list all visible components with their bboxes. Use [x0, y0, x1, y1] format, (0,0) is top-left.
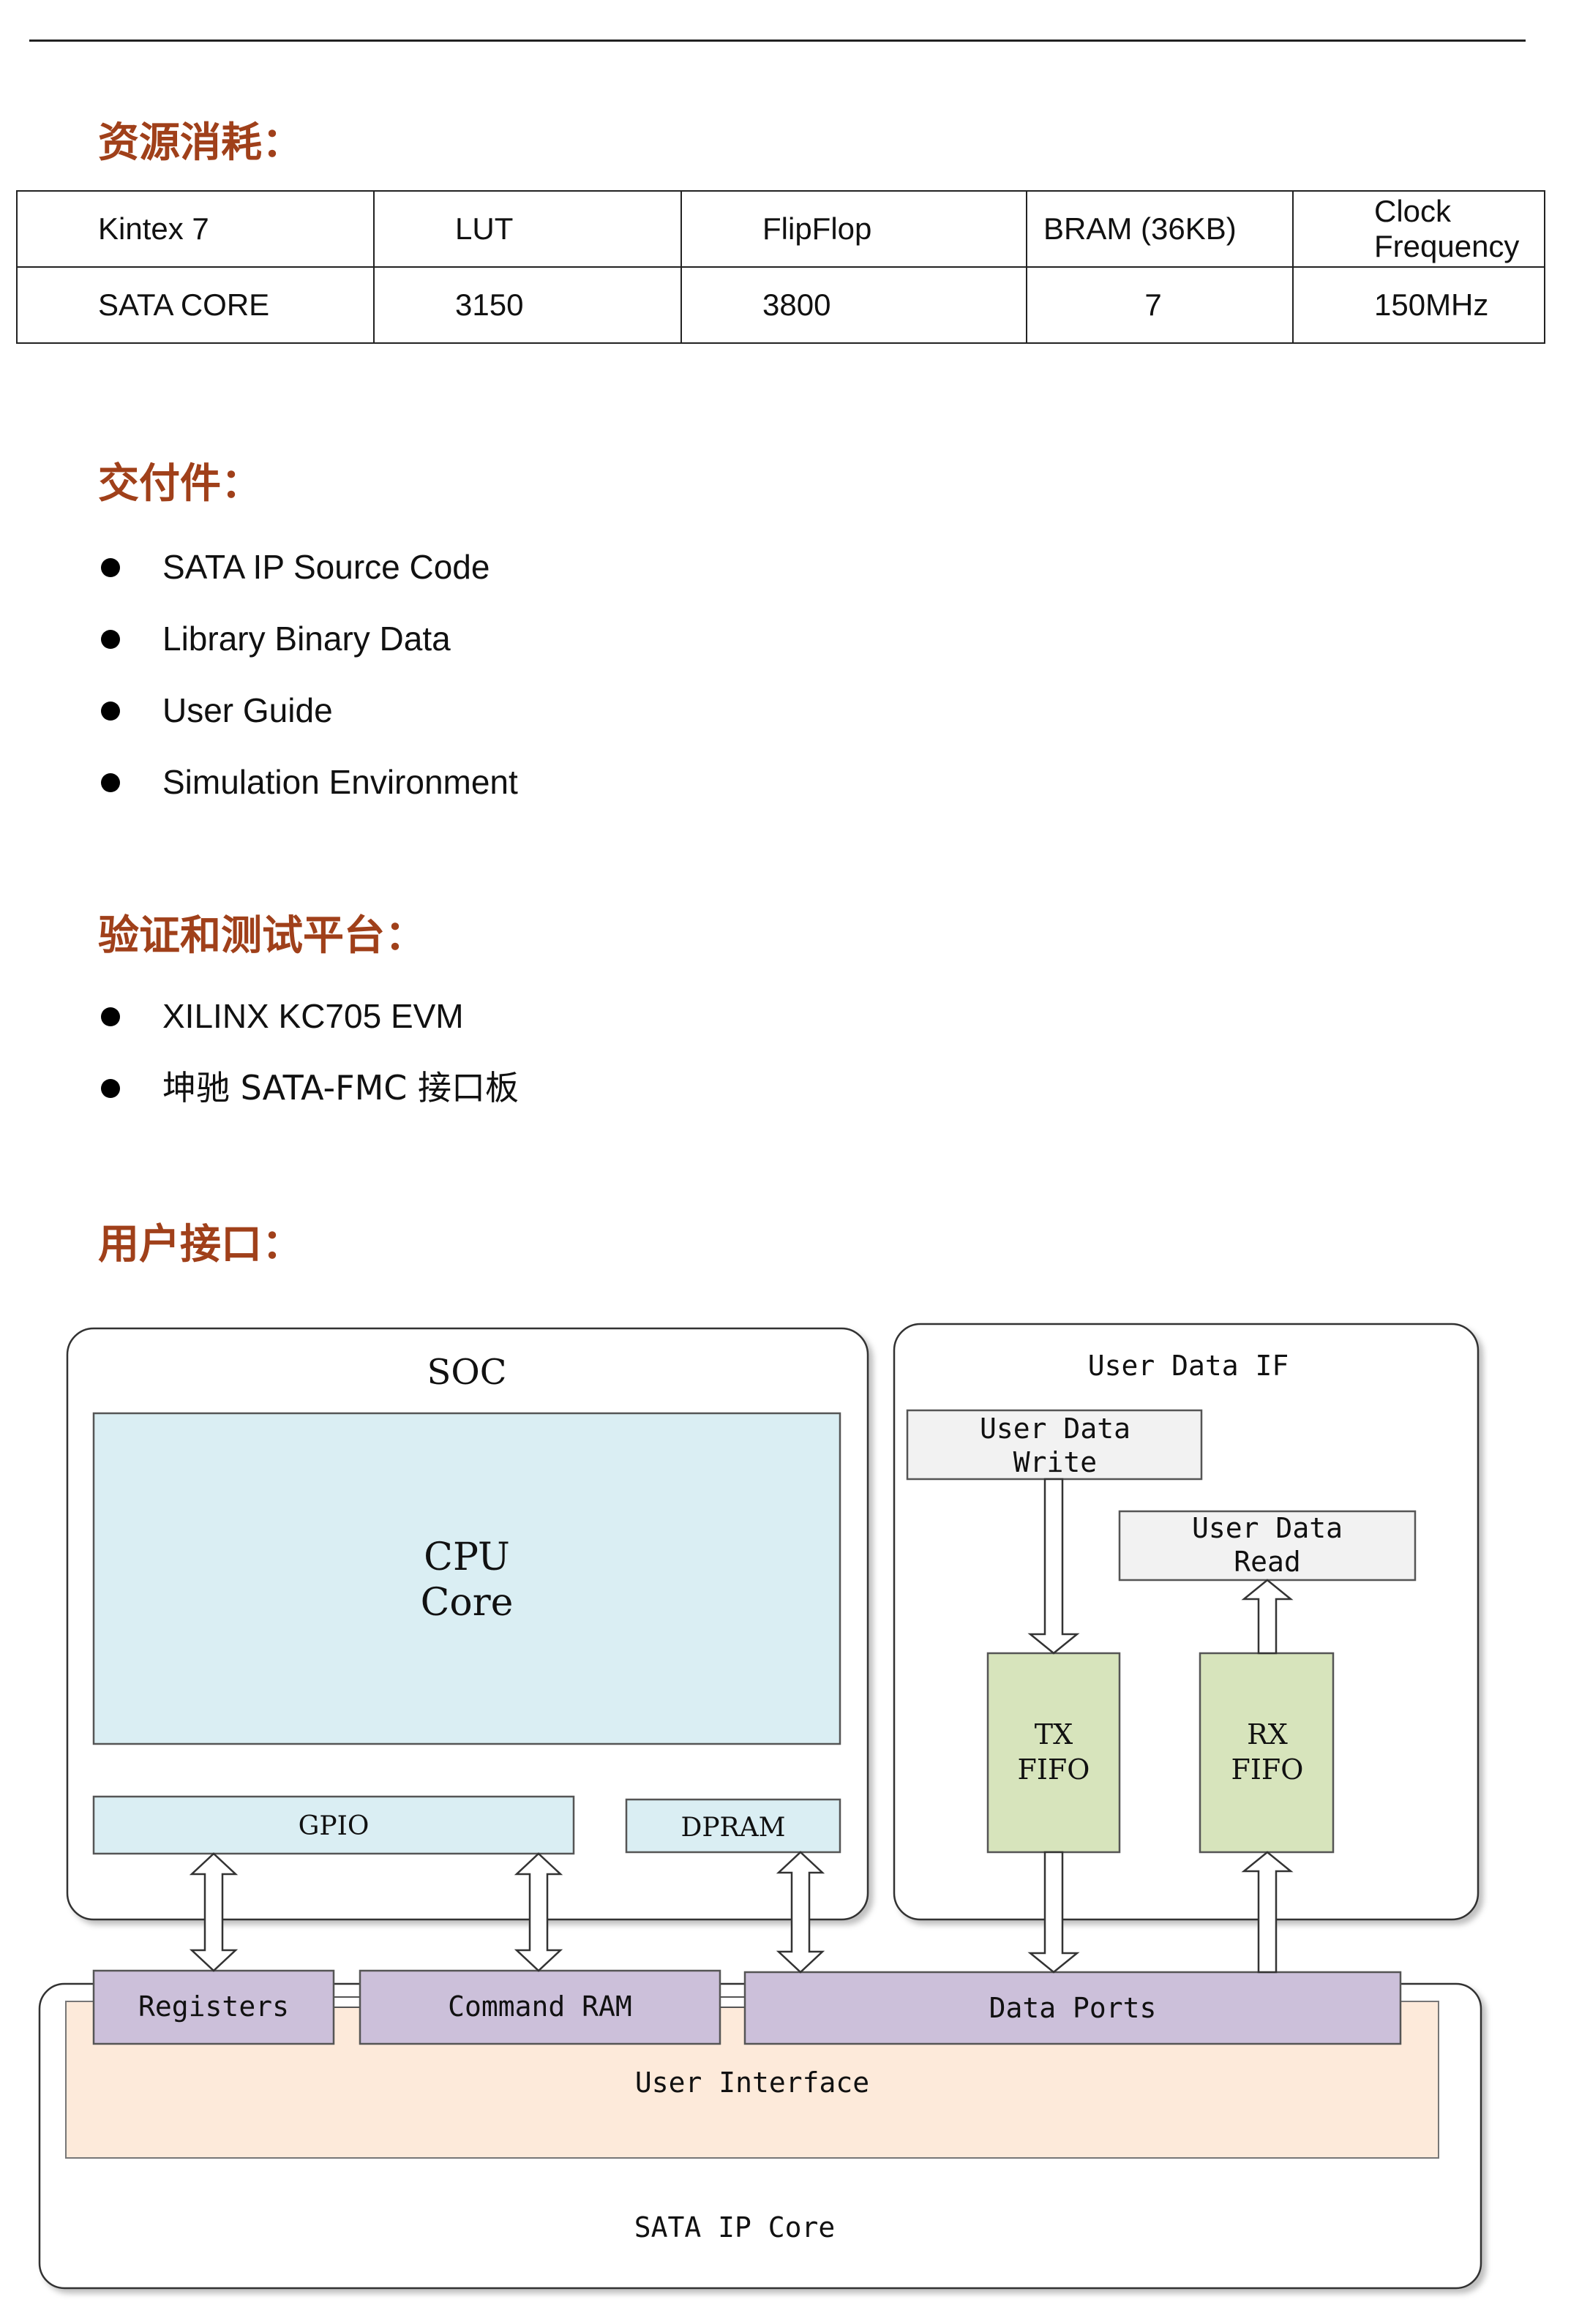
gpio-box — [92, 1795, 575, 1855]
table-cell: SATA CORE — [16, 266, 375, 344]
list-item-text: SATA IP Source Code — [162, 548, 490, 586]
down-arrow-icon — [1027, 1851, 1080, 1974]
table-cell: 7 — [1026, 266, 1294, 344]
up-arrow-icon — [1241, 1579, 1294, 1655]
bullet-icon — [101, 558, 120, 577]
list-item: Simulation Environment — [97, 746, 518, 818]
platform-list: XILINX KC705 EVM 坤驰 SATA-FMC 接口板 — [97, 980, 519, 1124]
cpu-core-box — [92, 1412, 841, 1745]
double-arrow-icon — [514, 1852, 563, 1972]
tx-fifo-box — [986, 1652, 1121, 1854]
resource-table: Kintex 7 LUT FlipFlop BRAM (36KB) Clock … — [16, 190, 1545, 344]
data-ports-label: Data Ports — [989, 1992, 1157, 2024]
cpu-label-line1: CPU — [424, 1535, 510, 1579]
user-data-write-box — [906, 1409, 1203, 1481]
command-ram-label: Command RAM — [448, 1990, 632, 2023]
list-item-text: Simulation Environment — [162, 763, 518, 801]
table-row: SATA CORE 3150 3800 7 150MHz — [16, 266, 1545, 344]
list-item-text: 坤驰 SATA-FMC 接口板 — [162, 1068, 520, 1108]
user-data-write-line1: User Data — [980, 1413, 1130, 1445]
table-cell: Kintex 7 — [16, 190, 375, 268]
registers-label: Registers — [138, 1990, 289, 2023]
table-header-row: Kintex 7 LUT FlipFlop BRAM (36KB) Clock … — [16, 190, 1545, 268]
rx-fifo-line1: RX — [1247, 1718, 1288, 1750]
deliverables-heading: 交付件： — [98, 459, 262, 508]
gpio-label: GPIO — [299, 1811, 370, 1841]
table-cell: BRAM (36KB) — [1026, 190, 1294, 268]
list-item-text: XILINX KC705 EVM — [162, 997, 464, 1035]
list-item: XILINX KC705 EVM — [97, 980, 519, 1052]
connector — [719, 1996, 746, 2008]
list-item: Library Binary Data — [97, 603, 518, 674]
bullet-icon — [101, 773, 120, 792]
user-data-read-box — [1118, 1510, 1417, 1582]
list-item-text: Library Binary Data — [162, 620, 451, 658]
user-data-write-line2: Write — [1013, 1446, 1097, 1478]
user-data-if-label: User Data IF — [1088, 1350, 1289, 1382]
bullet-icon — [101, 1079, 120, 1098]
list-item: 坤驰 SATA-FMC 接口板 — [97, 1052, 519, 1124]
table-cell: 150MHz — [1292, 266, 1545, 344]
data-ports-box — [743, 1971, 1402, 2045]
soc-label: SOC — [427, 1352, 507, 1393]
user-interface-label: User Interface — [635, 2067, 869, 2099]
down-arrow-icon — [1027, 1478, 1080, 1655]
top-rule — [29, 40, 1526, 42]
tx-fifo-line1: TX — [1035, 1718, 1073, 1750]
cpu-label-line2: Core — [421, 1581, 514, 1625]
up-arrow-icon — [1241, 1851, 1294, 1974]
tx-fifo-line2: FIFO — [1018, 1753, 1090, 1786]
registers-box — [92, 1969, 335, 2045]
table-cell: 3150 — [373, 266, 682, 344]
user-data-read-line1: User Data — [1192, 1512, 1343, 1544]
deliverables-list: SATA IP Source Code Library Binary Data … — [97, 531, 518, 818]
bullet-icon — [101, 1007, 120, 1026]
table-cell: Clock Frequency — [1292, 190, 1545, 268]
double-arrow-icon — [776, 1851, 825, 1974]
bullet-icon — [101, 630, 120, 649]
bullet-icon — [101, 702, 120, 721]
rx-fifo-box — [1199, 1652, 1335, 1854]
dpram-box — [625, 1798, 841, 1854]
table-cell: FlipFlop — [680, 190, 1027, 268]
connector — [333, 1996, 361, 2008]
rx-fifo-line2: FIFO — [1231, 1753, 1304, 1786]
list-item: User Guide — [97, 674, 518, 746]
platform-heading: 验证和测试平台： — [98, 911, 426, 960]
interface-heading: 用户接口： — [98, 1220, 303, 1268]
user-data-read-line2: Read — [1234, 1546, 1301, 1578]
list-item-text: User Guide — [162, 691, 333, 729]
dpram-label: DPRAM — [680, 1813, 785, 1843]
table-cell: LUT — [373, 190, 682, 268]
double-arrow-icon — [189, 1852, 239, 1972]
table-cell: 3800 — [680, 266, 1027, 344]
command-ram-box — [359, 1969, 721, 2045]
sata-ip-core-label: SATA IP Core — [634, 2211, 836, 2244]
list-item: SATA IP Source Code — [97, 531, 518, 603]
resources-heading: 资源消耗： — [98, 119, 303, 167]
